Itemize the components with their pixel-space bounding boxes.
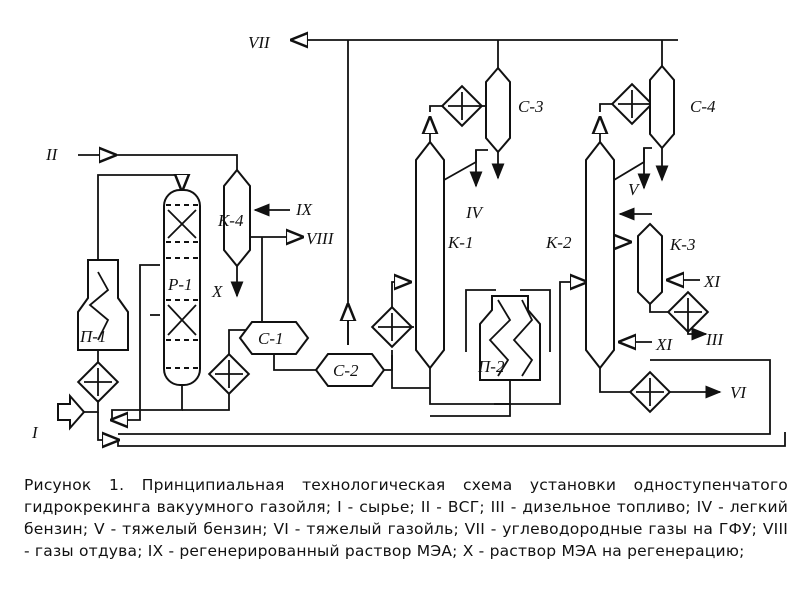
separator-c1 [238, 321, 310, 355]
label-separator-c4: С-4 [690, 97, 716, 116]
stream-iii-arrow [687, 326, 708, 341]
heat-exchanger-1 [76, 360, 120, 404]
column-k1 [415, 140, 445, 370]
k2-overhead-line [599, 103, 616, 112]
process-flow-diagram: VII II П-1 I Р-1 К-4 IX X VIII [31, 0, 786, 470]
separator-c3 [485, 66, 511, 154]
label-stream-xi-top: XI [703, 272, 721, 291]
label-separator-c3: С-3 [518, 97, 544, 116]
furnace-p2 [479, 295, 541, 381]
label-stream-ix: IX [295, 200, 313, 219]
label-absorber-k4: К-4 [217, 211, 244, 230]
bottom-recycle-line [118, 359, 771, 435]
label-stream-iv: IV [465, 203, 485, 222]
label-stream-i: I [31, 423, 39, 442]
heat-exchanger-3 [370, 305, 414, 349]
c1-to-c2-line [273, 354, 318, 371]
bottom-return-line [117, 432, 786, 447]
label-stream-vii: VII [248, 33, 271, 52]
p2-inlet-line [465, 289, 496, 352]
label-stream-iii: III [705, 330, 724, 349]
furnace-p1 [77, 259, 129, 351]
heat-exchanger-5 [610, 82, 654, 126]
label-stream-viii: VIII [306, 229, 335, 248]
gas-header-line [292, 40, 678, 345]
label-furnace-p2: П-2 [477, 357, 505, 376]
hx2-bottom-line [182, 394, 230, 411]
label-column-k3: К-3 [669, 235, 695, 254]
label-stream-vi: VI [730, 383, 747, 402]
column-k2 [585, 140, 615, 370]
reactor-outlet-line [111, 385, 183, 420]
label-separator-c1: С-1 [258, 329, 284, 348]
p2-bottom-line [430, 380, 511, 417]
to-k2-line [494, 282, 586, 405]
stream-ii-line [115, 154, 238, 170]
heat-exchanger-6 [628, 370, 672, 414]
p2-outlet-line [520, 289, 551, 352]
label-stream-ii: II [45, 145, 59, 164]
recycle-inlet [97, 412, 118, 440]
c2-outlet-line [384, 350, 393, 371]
label-reactor-r1: Р-1 [167, 275, 193, 294]
hx2-to-c1-line [228, 329, 240, 354]
furnace-to-reactor-line [97, 175, 182, 260]
label-column-k1: К-1 [447, 233, 473, 252]
k2-reflux-line [613, 147, 652, 181]
label-furnace-p1: П-1 [79, 327, 106, 346]
reactor-quench-line [112, 264, 150, 420]
heat-exchanger-7 [666, 290, 710, 334]
heat-exchanger-2 [207, 352, 251, 396]
figure-caption: Рисунок 1. Принципиальная технологическа… [24, 476, 788, 560]
feed-line [84, 400, 99, 413]
feed-arrow-i [57, 393, 86, 431]
k1-reflux-line [443, 149, 488, 181]
label-column-k2: К-2 [545, 233, 572, 252]
to-k1-line [391, 282, 410, 307]
stream-vi-arrow [599, 368, 722, 399]
separator-c4 [649, 64, 675, 150]
heat-exchanger-4 [440, 84, 484, 128]
label-stream-v: V [628, 180, 641, 199]
column-k3 [637, 222, 663, 306]
k1-bottom-line [429, 368, 510, 405]
k1-overhead-line [429, 105, 446, 112]
label-separator-c2: С-2 [333, 361, 359, 380]
hx3-return-line [391, 355, 430, 389]
label-stream-xi-bottom: XI [655, 335, 673, 354]
label-stream-x: X [211, 282, 223, 301]
k3-bottom-line [649, 304, 672, 313]
